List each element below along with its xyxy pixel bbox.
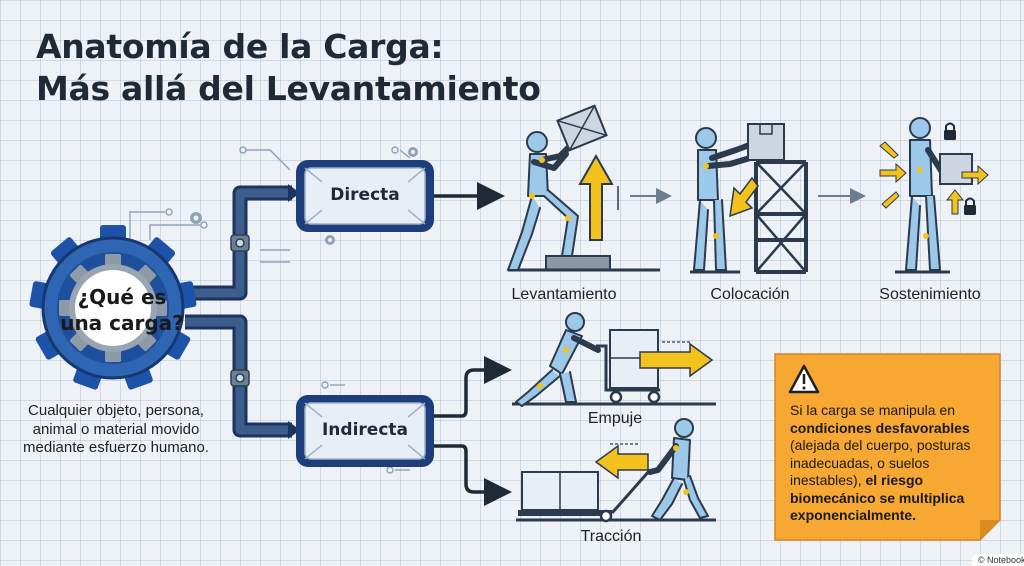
pipe-valve-icon <box>230 234 250 387</box>
pulling-figure-icon <box>516 418 716 523</box>
holding-figure-icon <box>879 117 989 274</box>
footer-credit: © NotebookLM <box>971 554 1024 566</box>
caption-levantamiento: Levantamiento <box>511 286 617 303</box>
connector-pipes <box>185 185 292 438</box>
question-line-2: una carga? <box>60 311 184 335</box>
caption-empuje: Empuje <box>587 410 643 427</box>
warning-triangle-icon <box>788 364 820 394</box>
central-question: ¿Qué es una carga? <box>52 284 192 336</box>
caption-colocacion: Colocación <box>710 286 790 303</box>
caption-traccion: Tracción <box>580 528 642 545</box>
branch-box-direct <box>296 160 434 232</box>
load-definition: Cualquier objeto, persona, animal o mate… <box>23 402 209 456</box>
lifting-figure-icon <box>507 104 660 272</box>
branch-label-indirect: Indirecta <box>321 420 408 440</box>
pushing-figure-icon <box>512 312 716 407</box>
circuit-decoration <box>129 146 411 474</box>
warning-bold-2: el riesgo biomecánico se multiplica expo… <box>790 472 965 523</box>
flow-arrows <box>434 182 512 506</box>
question-line-1: ¿Qué es <box>77 285 167 309</box>
branch-box-indirect <box>296 395 434 467</box>
warning-text-1: Si la carga se manipula en <box>790 402 955 418</box>
lock-icon <box>944 122 976 215</box>
small-gear-icon <box>190 147 418 245</box>
warning-text-2: (alejada del cuerpo, posturas inadecuada… <box>790 437 971 488</box>
title-line-1: Anatomía de la Carga: <box>36 27 444 66</box>
caption-sostenimiento: Sostenimiento <box>879 286 981 303</box>
warning-note <box>774 353 1001 541</box>
title-line-2: Más allá del Levantamiento <box>36 69 541 108</box>
central-gear <box>29 225 197 390</box>
warning-bold-1: condiciones desfavorables <box>790 419 970 436</box>
warning-text: Si la carga se manipula en condiciones d… <box>790 402 1000 525</box>
branch-label-direct: Directa <box>330 185 400 205</box>
placing-figure-icon <box>690 123 808 274</box>
page-title: Anatomía de la Carga: Más allá del Levan… <box>36 26 541 110</box>
